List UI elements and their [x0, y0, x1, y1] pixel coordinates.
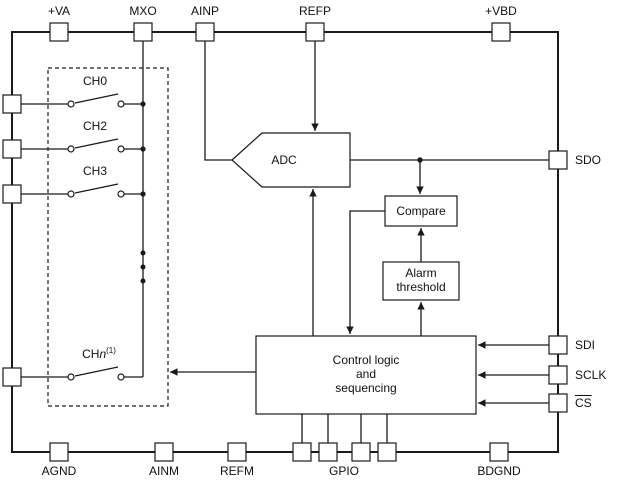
mux-switch-ch0	[21, 93, 143, 108]
ellipsis-dot	[140, 250, 146, 256]
control-logic-block	[255, 335, 477, 415]
alarm-label-line2: threshold	[396, 280, 446, 294]
pin-vbd	[491, 22, 511, 42]
compare-block	[384, 195, 458, 227]
wire-ainp-to-adc	[204, 41, 232, 161]
pin-channel-in-1	[2, 139, 22, 159]
pin-label-ainp: AINP	[190, 4, 220, 18]
channel-label-chn: CHn(1)	[82, 346, 116, 362]
ellipsis-dot	[140, 278, 146, 284]
chn-footnote: (1)	[106, 346, 116, 355]
wire-segment	[346, 210, 385, 334]
channel-label-ch0: CH0	[82, 74, 108, 88]
pin-gpio-0	[292, 442, 312, 462]
switch-contact	[67, 100, 75, 108]
pin-refp	[305, 22, 325, 42]
switch-lever	[74, 183, 119, 194]
pin-gpio-2	[351, 442, 371, 462]
chn-prefix: CH	[82, 347, 100, 361]
control-label-line2: and	[355, 367, 377, 381]
adc-block	[231, 132, 351, 188]
pin-label-agnd: AGND	[41, 464, 77, 478]
wire-adc-to-sdo	[350, 157, 549, 163]
pin-ainm	[154, 442, 174, 462]
pin-sdo	[548, 150, 568, 170]
switch-contact	[67, 145, 75, 153]
channel-label-ch3: CH3	[82, 164, 108, 178]
pin-label-refm: REFM	[220, 464, 254, 478]
alarm-label-line1: Alarm	[405, 266, 437, 280]
mux-switch-ch3	[21, 183, 143, 198]
control-label-line1: Control logic	[332, 353, 400, 367]
mux-switch-ch2	[21, 138, 143, 153]
pin-ainp	[195, 22, 215, 42]
channel-ellipsis	[140, 250, 146, 284]
pin-label-sdi: SDI	[575, 338, 596, 352]
switch-contact	[117, 100, 125, 108]
pin-label-gpio: GPIO	[328, 464, 360, 478]
control-label-line3: sequencing	[335, 381, 397, 395]
pin-gpio-1	[318, 442, 338, 462]
pin-label-sdo: SDO	[575, 153, 602, 167]
mux-switch-chn	[21, 366, 143, 381]
ellipsis-dot	[140, 264, 146, 270]
pin-channel-in-2	[2, 184, 22, 204]
pin-channel-in-0	[2, 94, 22, 114]
pin-label-bdgnd: BDGND	[477, 464, 521, 478]
pin-sclk	[548, 365, 568, 385]
pin-label-va: +VA	[47, 4, 71, 18]
switch-lever	[74, 93, 119, 104]
switch-contact	[67, 190, 75, 198]
pin-gpio-3	[377, 442, 397, 462]
pin-va	[49, 22, 69, 42]
alarm-threshold-block	[382, 261, 460, 301]
pin-label-sclk: SCLK	[575, 368, 607, 382]
control-logic-label: Control logic and sequencing	[333, 353, 400, 395]
alarm-threshold-label: Alarm threshold	[396, 266, 445, 294]
pin-label-mxo: MXO	[129, 4, 157, 18]
compare-label: Compare	[396, 204, 446, 218]
chn-variable: n	[99, 347, 107, 361]
pin-refm	[227, 442, 247, 462]
switch-contact	[117, 145, 125, 153]
wire-segment	[204, 41, 232, 161]
pin-label-cs: CS	[575, 396, 592, 410]
switch-lever	[74, 366, 119, 377]
pin-label-vbd: +VBD	[485, 4, 517, 18]
chip-boundary	[11, 31, 559, 453]
pin-agnd	[49, 442, 69, 462]
switch-contact	[67, 373, 75, 381]
pin-sdi	[548, 335, 568, 355]
switch-contact	[117, 373, 125, 381]
wire-compare-to-control	[346, 210, 385, 334]
switch-contact	[117, 190, 125, 198]
wires-gpio	[301, 414, 388, 443]
wire-mux-bus	[140, 41, 146, 377]
pin-bdgnd	[489, 442, 509, 462]
cs-overline-text: CS	[575, 396, 592, 410]
pin-label-refp: REFP	[298, 4, 332, 18]
pin-channel-in-n	[2, 367, 22, 387]
switch-lever	[74, 138, 119, 149]
channel-label-ch2: CH2	[82, 119, 108, 133]
mux-dashed-box	[47, 67, 169, 407]
pin-cs	[548, 393, 568, 413]
pin-mxo	[133, 22, 153, 42]
pin-label-ainm: AINM	[149, 464, 179, 478]
adc-label: ADC	[271, 153, 297, 167]
